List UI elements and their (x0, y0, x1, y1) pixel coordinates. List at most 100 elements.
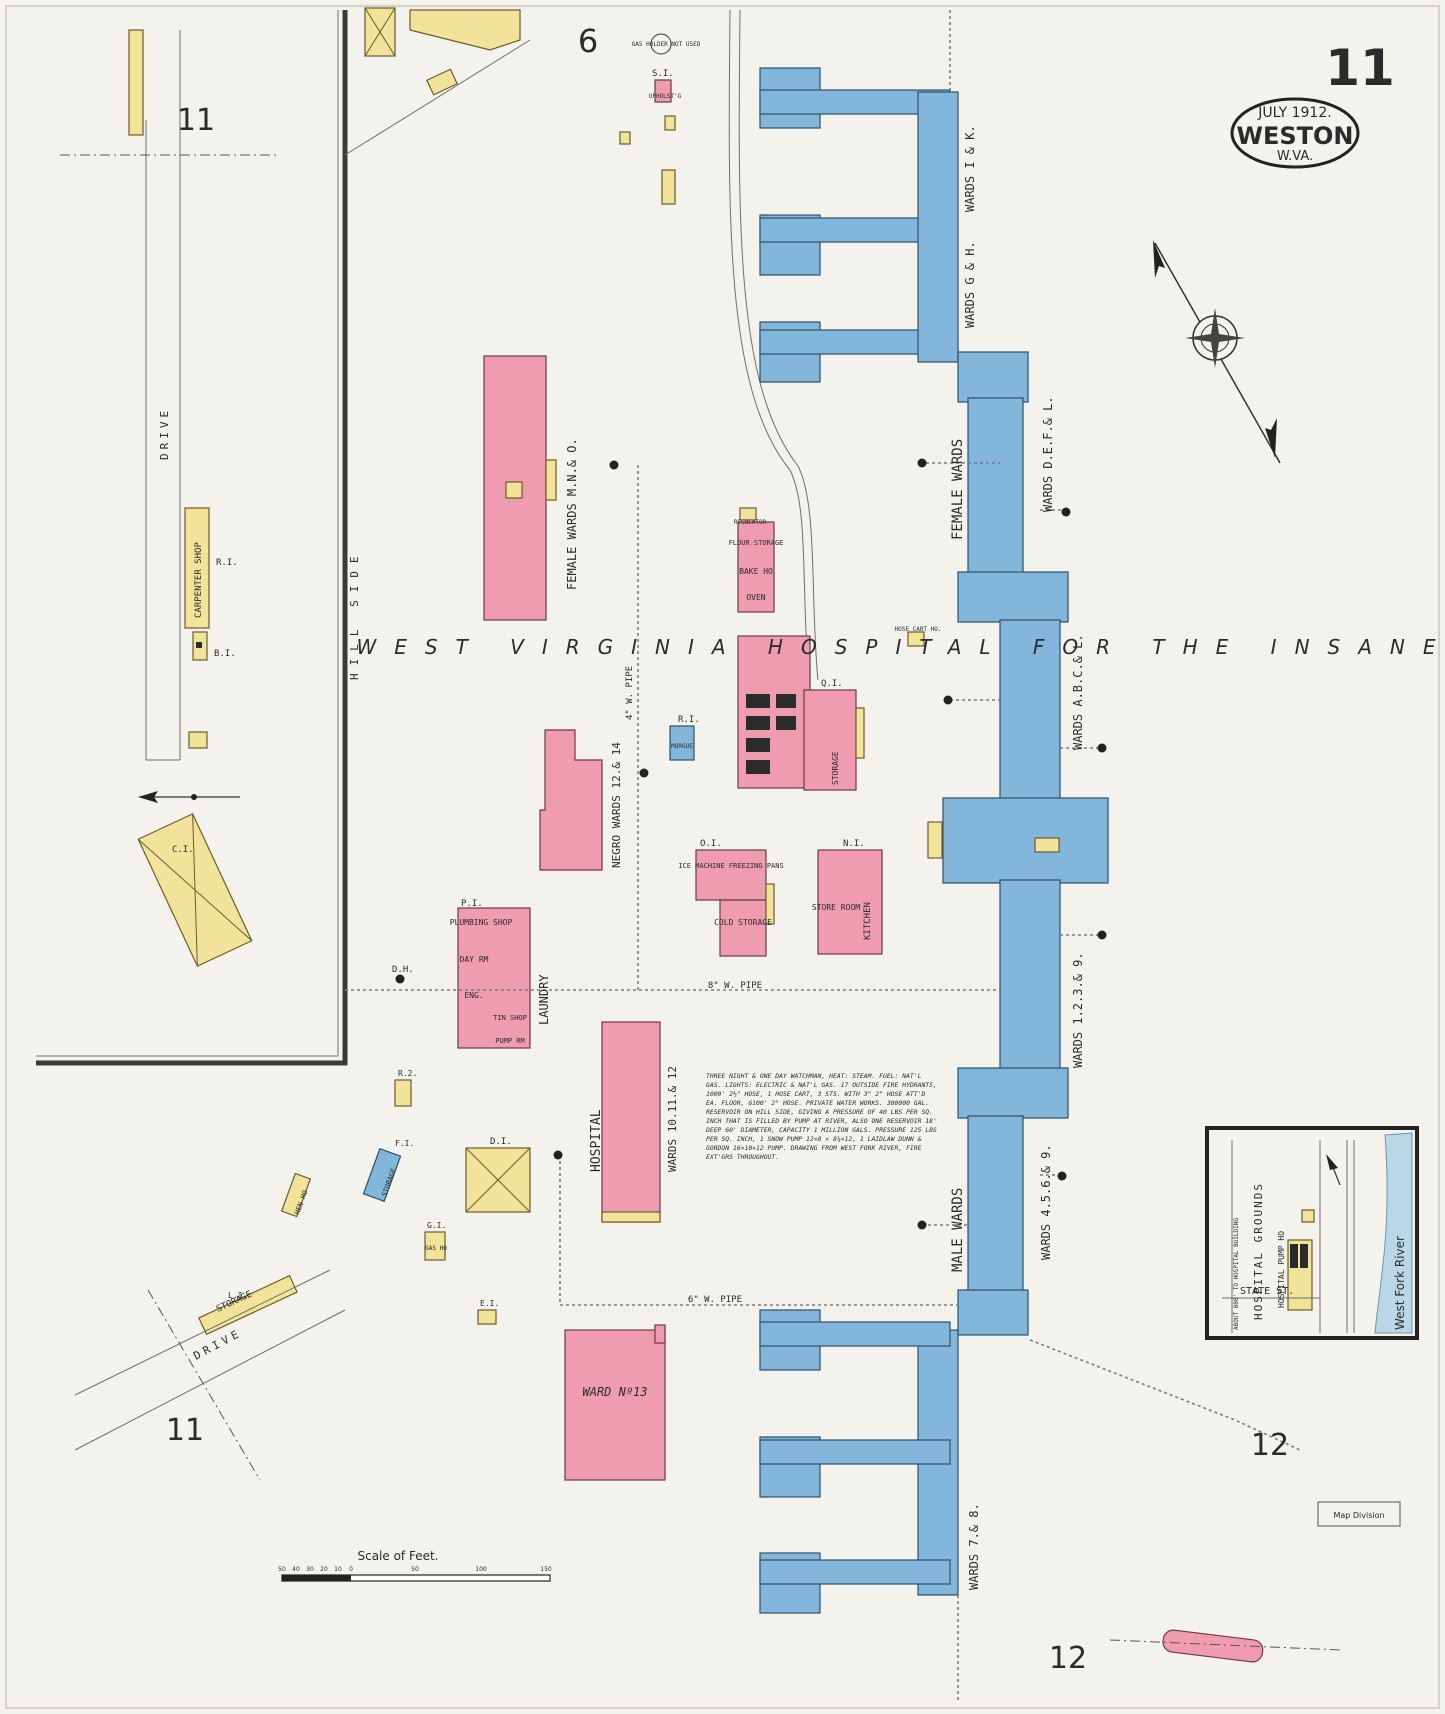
label-g1: G.I. (427, 1221, 446, 1230)
scale-tick: 50 (411, 1566, 419, 1573)
label-plumbing-shop: PLUMBING SHOP (450, 918, 513, 927)
label-wards-78: WARDS 7.& 8. (967, 1503, 981, 1590)
boiler-marker (196, 642, 202, 648)
small-frame-shed (188, 731, 208, 749)
fire-hydrant-icon (395, 974, 405, 984)
adjoining-sheet-top: 6 (578, 22, 598, 60)
label-male-wards: MALE WARDS (950, 1188, 966, 1272)
section-line-bottom (147, 1289, 261, 1481)
map-division-stamp-text: Map Division (1333, 1511, 1384, 1520)
gas-house-building (424, 1231, 446, 1261)
negro-wards-building (539, 729, 603, 871)
cross-block-female (957, 571, 1069, 623)
scale-tick: 30 (306, 1566, 314, 1573)
label-hospital: HOSPITAL (589, 1109, 604, 1172)
label-store-room: STORE ROOM (812, 903, 860, 912)
scale-tick: 10 (334, 1566, 342, 1573)
upholstery-shed (664, 115, 676, 131)
label-regulator: REGULATOR (734, 519, 767, 526)
railroad-spur-line (728, 9, 811, 681)
label-n1: N.I. (843, 839, 865, 849)
upholstery-building (654, 79, 672, 103)
hill-road-line (344, 39, 531, 156)
spine-abc (999, 619, 1061, 801)
left-panel-inner-border (36, 10, 339, 1057)
label-eng: ENG. (464, 991, 483, 1000)
title-cartouche (1230, 97, 1360, 169)
paint-shop-building (477, 1309, 497, 1325)
wing-arm-bottom-2 (759, 1439, 951, 1465)
storage-frame-building (198, 1274, 298, 1336)
label-negro-wards: NEGRO WARDS 12.& 14 (610, 742, 623, 868)
label-morgue: MORGUE (671, 743, 693, 750)
label-storage-dining: STORAGE (831, 751, 840, 785)
label-kitchen: KITCHEN (863, 902, 873, 940)
carpenter-shop-building (184, 507, 210, 629)
boiler-3 (746, 738, 770, 752)
pump-house-boiler-a (1290, 1244, 1298, 1268)
inset-about-distance: ABOUT 800' TO HOSPITAL BUILDING (1233, 1218, 1240, 1330)
wing-arm-bottom-3 (759, 1559, 951, 1585)
north-arrow-left-icon (138, 791, 158, 803)
store-room-kitchen-building (817, 849, 883, 955)
label-hose-cart: HOSE CART HO. (895, 626, 942, 633)
fire-hydrant-icon (639, 768, 649, 778)
scale-tick-labels: 50 40 30 20 10 0 50 100 150 (278, 1566, 552, 1573)
label-water-pipe-4: 4" W. PIPE (625, 666, 635, 720)
label-wards-456: WARDS 4.5.6.& 9. (1039, 1144, 1053, 1260)
cross-block-male (957, 1067, 1069, 1119)
label-s1: S.I. (652, 69, 674, 79)
d1-cross-b (465, 1147, 531, 1213)
label-e1: E.I. (480, 1299, 499, 1308)
center-yellow-porch (1034, 837, 1060, 853)
section-line-bottom-right (1109, 1639, 1341, 1651)
inset-state-st: STATE ST. (1240, 1286, 1294, 1297)
female-wards-porch (545, 459, 557, 501)
label-upholstery: UPHOLST'G (649, 93, 682, 100)
label-dh: D.H. (392, 965, 414, 975)
scale-title: Scale of Feet. (357, 1549, 438, 1563)
scale-tick: 0 (349, 1566, 353, 1573)
adjoining-sheet-bottom: 12 (1049, 1641, 1087, 1676)
storage-dining-building (803, 689, 857, 791)
compass-rose (1153, 240, 1281, 464)
top-frame-buildings (409, 9, 521, 51)
small-yellow-shed (426, 68, 458, 96)
label-o1: O.I. (700, 839, 722, 849)
fire-hydrant-icon (917, 458, 927, 468)
north-arrow-icon (1153, 240, 1165, 278)
ward-13-tower-a (654, 1324, 666, 1344)
town-name: WESTON (1236, 122, 1353, 150)
label-pump-rm: PUMP RM (495, 1037, 525, 1045)
water-pipe-to-inset (1029, 1339, 1301, 1451)
block-north (957, 351, 1029, 403)
morgue-building (669, 725, 695, 761)
label-wards-ik: WARDS I & K. (963, 125, 977, 212)
label-carpenter-shop: CARPENTER SHOP (194, 542, 204, 618)
fire-protection-note: THREE NIGHT & ONE DAY WATCHMAN, HEAT: ST… (706, 1072, 937, 1161)
label-flour-storage: FLOUR STORAGE (729, 539, 784, 547)
boiler-5 (776, 694, 796, 708)
hospital-porch (601, 1211, 661, 1223)
label-ward-13: WARD Nº13 (582, 1385, 647, 1399)
fire-hydrant-icon (553, 1150, 563, 1160)
wing-arm-bottom-1 (759, 1321, 951, 1347)
drive-bottom-edge-a (74, 1269, 331, 1396)
storage-blue-building (362, 1147, 402, 1203)
scale-tick: 40 (292, 1566, 300, 1573)
label-c1: C.I. (172, 845, 194, 855)
top-shed-cross-b (364, 7, 396, 57)
map-date: JULY 1912. (1257, 105, 1331, 121)
label-r1-left: R.I. (216, 558, 238, 568)
boiler-4 (746, 760, 770, 774)
main-hospital-building (759, 67, 1109, 1614)
fire-protection-note-box: THREE NIGHT & ONE DAY WATCHMAN, HEAT: ST… (706, 1072, 937, 1161)
adjoining-sheet-inset: 12 (1251, 1428, 1289, 1463)
label-r1: R.I. (678, 715, 700, 725)
sheet-number: 11 (1325, 39, 1395, 97)
south-arrow-icon (1265, 418, 1277, 458)
label-oven: OVEN (746, 593, 765, 602)
r2-frame-shed (394, 1079, 412, 1107)
fire-hydrant-icon (609, 460, 619, 470)
label-water-pipe-8: 8" W. PIPE (708, 981, 762, 991)
